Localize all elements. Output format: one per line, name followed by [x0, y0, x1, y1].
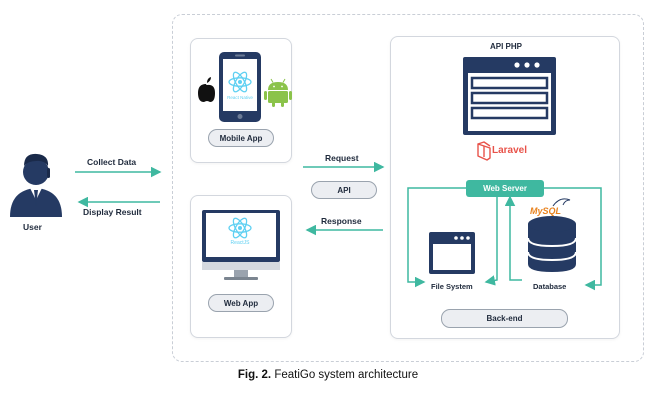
- file-system-label: File System: [431, 282, 473, 291]
- api-window-icon: [463, 57, 556, 135]
- laravel-text: Laravel: [492, 145, 528, 156]
- database-icon: [527, 216, 577, 272]
- apple-icon: [198, 77, 215, 102]
- user-icon: [10, 153, 62, 217]
- response-label: Response: [321, 216, 362, 226]
- api-php-title: API PHP: [490, 42, 523, 51]
- database-label: Database: [533, 282, 567, 291]
- request-label: Request: [325, 153, 359, 163]
- api-pill: API: [311, 181, 377, 199]
- figure-caption: Fig. 2. FeatiGo system architecture: [0, 369, 656, 381]
- system-boundary: [172, 14, 644, 362]
- react-native-text: React Native: [227, 95, 253, 100]
- web-server-box: Web Server: [466, 180, 544, 197]
- collect-data-label: Collect Data: [87, 157, 137, 167]
- mobile-app-pill: Mobile App: [208, 129, 274, 147]
- reactjs-text: ReactJS: [230, 240, 250, 246]
- backend-pill: Back-end: [441, 309, 568, 328]
- file-system-icon: [429, 232, 475, 274]
- webserver-links: [407, 187, 602, 291]
- mysql-dolphin-icon: [552, 198, 571, 207]
- caption-prefix: Fig. 2.: [237, 369, 272, 381]
- react-native-logo-icon: [228, 71, 252, 93]
- user-label: User: [23, 222, 42, 232]
- android-icon: [264, 78, 292, 107]
- phone-icon: [219, 52, 261, 122]
- caption-text: FeatiGo system architecture: [274, 369, 419, 381]
- laravel-logo-icon: [477, 141, 491, 161]
- reactjs-logo-icon: [228, 217, 252, 239]
- display-result-label: Display Result: [83, 207, 142, 217]
- web-app-pill: Web App: [208, 294, 274, 312]
- mysql-text: MySQL: [530, 206, 562, 216]
